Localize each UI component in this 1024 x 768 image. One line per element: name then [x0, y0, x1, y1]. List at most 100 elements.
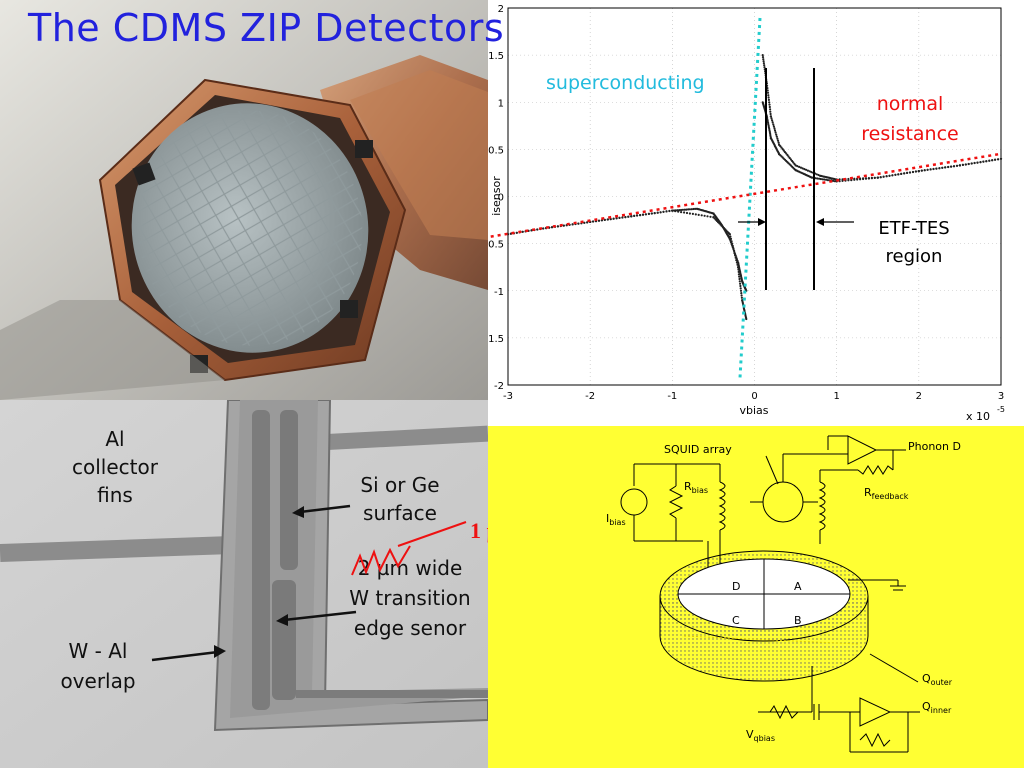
data-point	[882, 175, 885, 178]
data-point	[683, 211, 686, 214]
data-point	[932, 167, 935, 171]
slide-title: The CDMS ZIP Detectors	[28, 6, 505, 50]
data-point	[690, 208, 693, 211]
data-point	[914, 170, 917, 173]
data-point	[794, 164, 797, 167]
data-point	[789, 158, 792, 161]
quadrant-d: D	[732, 580, 740, 593]
data-point	[810, 176, 814, 179]
data-point	[771, 121, 774, 124]
data-point	[630, 215, 633, 218]
x-tick-label: 3	[998, 391, 1004, 402]
x-tick-label: -2	[585, 391, 595, 402]
data-point	[888, 174, 891, 177]
data-point	[961, 163, 964, 166]
data-point	[798, 165, 801, 168]
data-point	[775, 135, 778, 138]
data-point	[923, 169, 926, 172]
data-point	[773, 129, 777, 132]
data-point	[776, 139, 780, 142]
current-source-symbol	[620, 488, 648, 516]
data-point	[769, 108, 772, 111]
collector-label-line3: fins	[97, 483, 133, 507]
rbias-resistor	[668, 485, 684, 519]
data-point	[735, 259, 738, 262]
data-point	[952, 165, 956, 168]
squid-symbol	[762, 481, 804, 523]
data-point	[737, 273, 740, 276]
data-point	[810, 171, 813, 174]
data-point	[862, 177, 865, 180]
x-tick-label: -3	[503, 391, 513, 402]
data-point	[530, 229, 533, 232]
data-point	[740, 294, 743, 297]
plot-frame	[507, 7, 1002, 386]
vqbias-label: Vqbias	[746, 728, 775, 743]
data-point	[687, 208, 690, 211]
data-point	[816, 177, 819, 180]
data-point	[879, 176, 882, 179]
data-point	[958, 164, 961, 167]
data-point	[801, 167, 804, 170]
data-point	[688, 208, 691, 211]
data-point	[770, 117, 773, 120]
data-point	[769, 112, 772, 116]
data-point	[737, 268, 740, 271]
data-point	[739, 284, 742, 288]
data-point	[891, 174, 894, 177]
data-point	[825, 178, 828, 181]
data-point	[618, 216, 621, 219]
etf-arrow-left-head	[758, 218, 766, 226]
data-point	[823, 178, 826, 181]
data-point	[908, 171, 912, 174]
data-point	[733, 252, 736, 255]
data-point	[768, 101, 771, 104]
data-point	[647, 212, 650, 215]
overlap-label-line1: W - Al	[69, 639, 128, 663]
data-point	[612, 217, 615, 220]
y-tick-label: 2	[498, 4, 504, 15]
x-tick-label: 1	[833, 391, 839, 402]
data-point	[929, 168, 932, 171]
data-point	[627, 215, 630, 218]
data-point	[944, 166, 947, 169]
y-tick-label: 0	[498, 193, 504, 204]
data-point	[644, 213, 647, 216]
qbias-resistor	[769, 704, 799, 720]
data-point	[768, 105, 771, 109]
superconducting-label: superconducting	[546, 72, 705, 94]
x-multiplier-exp: -5	[997, 405, 1005, 414]
data-point	[769, 132, 772, 135]
data-point	[897, 173, 900, 176]
scale-pointer-line	[397, 521, 467, 547]
data-point	[870, 176, 873, 179]
superconducting-line	[738, 17, 762, 379]
data-point	[680, 211, 683, 214]
collector-label-line1: Al	[105, 427, 124, 451]
detector-photo	[0, 0, 488, 400]
data-point	[911, 170, 915, 174]
data-point	[906, 171, 909, 174]
data-point	[636, 214, 639, 217]
data-point	[730, 240, 733, 243]
data-point	[876, 176, 879, 179]
data-point	[766, 89, 769, 92]
data-point	[894, 173, 897, 176]
squid-label: SQUID array	[664, 443, 732, 456]
data-point	[688, 212, 691, 215]
feedback-coil	[818, 481, 826, 531]
data-point	[803, 168, 806, 171]
y-tick-label: -2	[494, 381, 504, 392]
data-point	[571, 223, 574, 226]
data-point	[685, 211, 689, 215]
data-point	[656, 211, 659, 214]
data-point	[967, 162, 970, 166]
tes-micrograph: Al collector fins Si or Ge surface 2 µm …	[0, 400, 488, 768]
data-point	[728, 233, 731, 236]
data-point	[735, 261, 738, 264]
etf-label-line1: ETF-TES	[878, 218, 949, 239]
data-point	[985, 160, 988, 163]
data-point	[847, 177, 850, 181]
data-point	[833, 180, 836, 183]
